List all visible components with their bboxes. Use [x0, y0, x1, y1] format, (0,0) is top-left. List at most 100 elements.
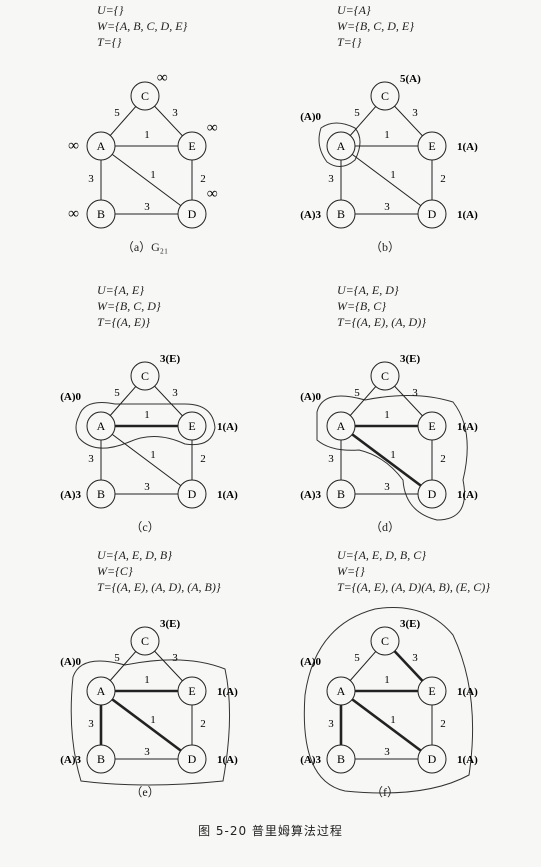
- vertex-d: [177, 744, 207, 774]
- distance-label: 1(A): [457, 209, 478, 221]
- edge-weight-label: 1: [150, 449, 156, 461]
- distance-label: (A)3: [300, 489, 321, 501]
- edge-weight-label: 3: [384, 481, 390, 493]
- vertex-label: A: [337, 684, 346, 698]
- edge-weight-label: 3: [88, 718, 94, 730]
- vertex-label: C: [141, 369, 149, 383]
- distance-label: 1(A): [457, 141, 478, 153]
- vertex-c: [370, 626, 400, 656]
- distance-label: 1(A): [217, 754, 238, 766]
- edge-weight-label: 5: [354, 387, 360, 399]
- vertex-b: [326, 744, 356, 774]
- set-line: U={}: [97, 3, 124, 17]
- set-lines: U={A, E, D, B}W={C}T={(A, E), (A, D), (A…: [97, 547, 221, 595]
- vertex-b: [86, 199, 116, 229]
- distance-label: (A)3: [60, 489, 81, 501]
- edge-weight-label: 1: [390, 714, 396, 726]
- edge-weight-label: 1: [390, 169, 396, 181]
- edge-weight-label: 3: [384, 746, 390, 758]
- distance-label: ∞: [68, 138, 79, 154]
- vertex-b: [326, 479, 356, 509]
- set-lines: U={}W={A, B, C, D, E}T={}: [97, 2, 187, 50]
- vertex-a: [326, 411, 356, 441]
- set-line: T={(A, E), (A, D), (A, B)}: [97, 580, 221, 594]
- edge-weight-label: 3: [328, 173, 334, 185]
- vertex-d: [417, 199, 447, 229]
- edge-weight-label: 3: [88, 453, 94, 465]
- distance-label: ∞: [207, 186, 218, 202]
- vertex-label: C: [141, 89, 149, 103]
- tree-edge: [100, 689, 193, 761]
- distance-label: (A)3: [300, 209, 321, 221]
- edge-weight-label: 3: [412, 387, 418, 399]
- visited-region-outline: [303, 606, 474, 794]
- edge-weight-label: 5: [354, 652, 360, 664]
- set-line: T={(A, E), (A, D)}: [337, 315, 427, 329]
- vertex-label: B: [97, 487, 105, 501]
- figure-caption: 图 5-20 普里姆算法过程: [198, 824, 343, 838]
- edge-weight-label: 3: [144, 746, 150, 758]
- vertex-label: B: [97, 207, 105, 221]
- graph-panel: U={A, E, D, B, C}W={}T={(A, E), (A, D)(A…: [285, 545, 541, 815]
- vertex-a: [86, 411, 116, 441]
- distance-label: 1(A): [217, 421, 238, 433]
- set-line: U={A, E, D}: [337, 283, 399, 297]
- vertex-a: [326, 131, 356, 161]
- edge-weight-label: 3: [144, 481, 150, 493]
- distance-label: (A)3: [60, 754, 81, 766]
- distance-label: 3(E): [160, 353, 181, 365]
- vertex-label: D: [428, 752, 437, 766]
- panel-caption: （a）G₂₁: [121, 240, 169, 254]
- set-line: U={A, E, D, B}: [97, 548, 173, 562]
- vertex-label: D: [188, 752, 197, 766]
- edge-weight-label: 2: [440, 453, 446, 465]
- edge-weight-label: 1: [144, 129, 150, 141]
- set-lines: U={A, E, D} W={B, C} T={(A, E), (A, D)}: [337, 282, 426, 330]
- vertex-c: [370, 361, 400, 391]
- edge-weight-label: 3: [88, 173, 94, 185]
- edge-weight-label: 2: [200, 453, 206, 465]
- edge-weight-label: 1: [390, 449, 396, 461]
- panel-caption: （c）: [130, 520, 160, 534]
- vertex-label: E: [188, 419, 195, 433]
- vertex-b: [86, 479, 116, 509]
- panel-caption: （b）: [369, 240, 400, 254]
- vertex-e: [177, 131, 207, 161]
- distance-label: ∞: [68, 206, 79, 222]
- edge-weight-label: 1: [150, 714, 156, 726]
- visited-region-outline: [318, 122, 361, 167]
- set-lines: U={A}W={B, C, D, E}T={}: [337, 2, 414, 50]
- distance-label: (A)0: [60, 656, 81, 668]
- edge-weight-label: 1: [150, 169, 156, 181]
- vertex-d: [417, 479, 447, 509]
- vertex-e: [177, 411, 207, 441]
- distance-label: 1(A): [457, 754, 478, 766]
- edge-weight-label: 2: [440, 718, 446, 730]
- vertex-e: [417, 676, 447, 706]
- edge-weight-label: 1: [384, 674, 390, 686]
- edge-weight-label: 3: [172, 652, 178, 664]
- graph-edge: [100, 145, 193, 215]
- set-line: T={}: [97, 35, 122, 49]
- edge-weight-label: 5: [354, 107, 360, 119]
- vertex-d: [177, 199, 207, 229]
- distance-label: 3(E): [160, 618, 181, 630]
- distance-label: 3(E): [400, 618, 421, 630]
- panel-caption: （f）: [371, 785, 399, 799]
- set-line: W={B, C}: [337, 299, 387, 313]
- vertex-label: A: [337, 139, 346, 153]
- visited-region-outline: [75, 402, 216, 449]
- set-line: W={}: [337, 564, 365, 578]
- vertex-label: B: [337, 752, 345, 766]
- vertex-label: A: [97, 684, 106, 698]
- vertex-e: [417, 411, 447, 441]
- edge-weight-label: 1: [144, 409, 150, 421]
- vertex-c: [370, 81, 400, 111]
- distance-label: ∞: [207, 120, 218, 136]
- vertex-c: [130, 626, 160, 656]
